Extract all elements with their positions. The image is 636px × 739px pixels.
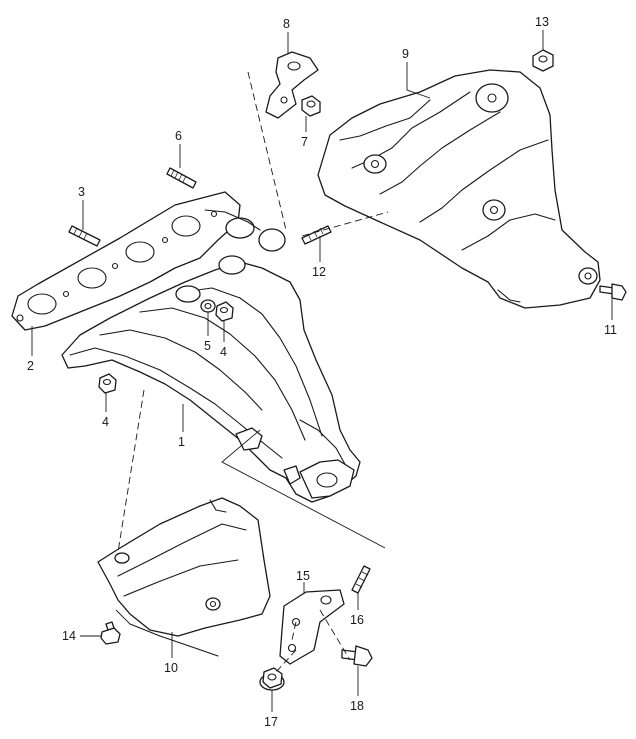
bolt-14 [100, 621, 121, 645]
callout-16: 16 [350, 613, 364, 627]
stud-12 [301, 225, 332, 245]
callout-17: 17 [264, 715, 278, 729]
stud-6 [166, 167, 197, 189]
callout-15: 15 [296, 569, 310, 583]
upper-heat-shield [317, 69, 601, 309]
nut-4-upper [215, 301, 234, 322]
callout-14: 14 [62, 629, 76, 643]
stud-3 [68, 225, 101, 247]
callout-2: 2 [27, 359, 34, 373]
callout-4-upper: 4 [220, 345, 227, 359]
reference-lines [117, 71, 389, 673]
callout-4-lower: 4 [102, 415, 109, 429]
washer-5 [200, 299, 216, 313]
nut-17 [259, 667, 285, 691]
bolt-11 [599, 283, 627, 301]
bolt-18 [341, 645, 373, 667]
callout-11: 11 [604, 323, 617, 337]
callout-8: 8 [283, 17, 290, 31]
callout-7: 7 [301, 135, 308, 149]
nut-4-lower [98, 373, 117, 394]
callout-12: 12 [312, 265, 326, 279]
callout-18: 18 [350, 699, 364, 713]
nut-7 [301, 95, 321, 117]
callout-10: 10 [164, 661, 178, 675]
callout-1: 1 [178, 435, 185, 449]
callout-3: 3 [78, 185, 85, 199]
bracket-8 [265, 51, 319, 119]
bracket-15 [279, 589, 345, 665]
manifold-gasket [11, 191, 241, 331]
leader-lines [31, 30, 613, 712]
callout-13: 13 [535, 15, 549, 29]
stud-16 [351, 565, 371, 594]
lower-heat-shield [97, 497, 271, 657]
nut-13 [532, 49, 554, 72]
callout-6: 6 [175, 129, 182, 143]
callout-5: 5 [204, 339, 211, 353]
callout-9: 9 [402, 47, 409, 61]
callout-labels: 1 2 3 4 4 5 6 7 8 9 10 11 12 13 14 15 16… [27, 15, 617, 729]
